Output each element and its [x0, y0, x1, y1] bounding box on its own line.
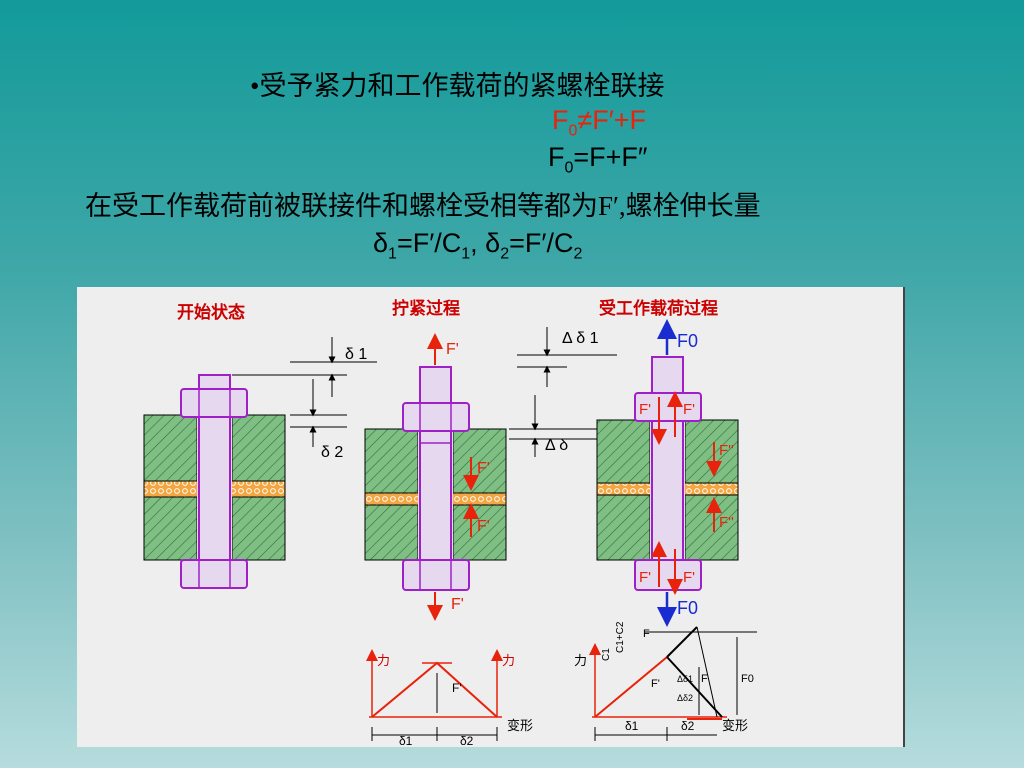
- delta-delta2-label: Δ δ: [545, 437, 568, 454]
- f-text: , δ: [470, 228, 501, 258]
- stage3-internal-forces: [651, 391, 722, 595]
- stage2-assembly: [364, 366, 507, 591]
- stage-title-tightening: 拧紧过程: [392, 298, 460, 318]
- graph-right-dd2: Δδ2: [677, 693, 693, 703]
- graph-right-f0: F0: [741, 673, 754, 685]
- stage3-fprime-label: F': [683, 401, 695, 418]
- stiffness-ratio-f: F: [643, 628, 650, 640]
- formula-inequality: F0≠F′+F: [552, 105, 646, 140]
- fprime-lower-plate-label: F': [477, 518, 490, 535]
- f-sub: 0: [564, 159, 574, 177]
- graph-right-delta1: δ1: [625, 719, 639, 733]
- axis-force-label: 力: [377, 653, 390, 668]
- f-sub: 0: [568, 122, 578, 140]
- graph-delta1: δ1: [399, 734, 413, 747]
- explanation-sentence: 在受工作载荷前被联接件和螺栓受相等都为F′,螺栓伸长量: [85, 191, 761, 221]
- graph-right-dd1: Δδ1: [677, 674, 693, 684]
- stiffness-ratio-bottom: C1+C2: [615, 621, 626, 653]
- f-sub: 1: [388, 245, 397, 263]
- graph-right-delta2: δ2: [681, 719, 695, 733]
- fprime-upper-plate-label: F': [477, 460, 490, 477]
- stage-title-start: 开始状态: [177, 302, 245, 322]
- f-sub: 2: [573, 245, 583, 263]
- f-sub: 2: [500, 245, 510, 263]
- axis-deform-label-right: 变形: [722, 718, 748, 733]
- f0-top-label: F0: [677, 331, 698, 351]
- fprime-bottom-label: F': [451, 596, 464, 613]
- graph-right-f: F: [701, 673, 708, 685]
- fprime-top-label: F': [446, 341, 459, 358]
- graph-delta2: δ2: [460, 734, 474, 747]
- stage3-fprime-label: F': [683, 569, 695, 586]
- stage3-fpp-label: F'': [719, 442, 734, 459]
- f-text: δ: [373, 228, 389, 258]
- axis-force-label-right: 力: [574, 653, 587, 668]
- stage3-fprime-label: F': [639, 569, 651, 586]
- stage2-dimensions: [509, 327, 617, 457]
- stage-title-loading: 受工作载荷过程: [599, 298, 718, 318]
- f-text: ≠F′+F: [577, 105, 647, 135]
- bolt-diagram-panel: 开始状态 拧紧过程 受工作载荷过程 δ 1 δ 2: [77, 287, 905, 748]
- stage3-fprime-label: F': [639, 401, 651, 418]
- stage3-assembly: [596, 356, 739, 591]
- graph-fprime: F': [452, 681, 462, 695]
- f-text: F: [552, 105, 569, 135]
- elongation-formula: δ1=F′/C1, δ2=F′/C2: [373, 228, 582, 263]
- stage1-assembly: [143, 374, 286, 589]
- delta-delta1-label: Δ δ 1: [562, 330, 599, 347]
- stiffness-ratio-top: C1: [601, 648, 612, 661]
- stage1-dimensions: [232, 337, 377, 447]
- f-sub: 1: [461, 245, 471, 263]
- f0-bottom-label: F0: [677, 598, 698, 618]
- graph-right-fprime: F': [651, 678, 660, 690]
- delta2-label: δ 2: [321, 444, 343, 461]
- formula-equality: F0=F+F″: [548, 142, 648, 177]
- f-text: F: [548, 142, 565, 172]
- f-text: =F′/C: [509, 228, 574, 258]
- f-text: =F+F″: [573, 142, 648, 172]
- axis-deform-label: 变形: [507, 718, 533, 733]
- axis-force-label: 力: [502, 653, 515, 668]
- delta1-label: δ 1: [345, 346, 367, 363]
- stage3-fpp-label: F'': [719, 514, 734, 531]
- force-deformation-graph-left: [366, 649, 503, 741]
- force-deformation-graph-right: [589, 626, 757, 741]
- bolt-diagram: 开始状态 拧紧过程 受工作载荷过程 δ 1 δ 2: [143, 298, 757, 748]
- slide-title: •受予紧力和工作载荷的紧螺栓联接: [250, 71, 665, 101]
- f-text: =F′/C: [396, 228, 462, 258]
